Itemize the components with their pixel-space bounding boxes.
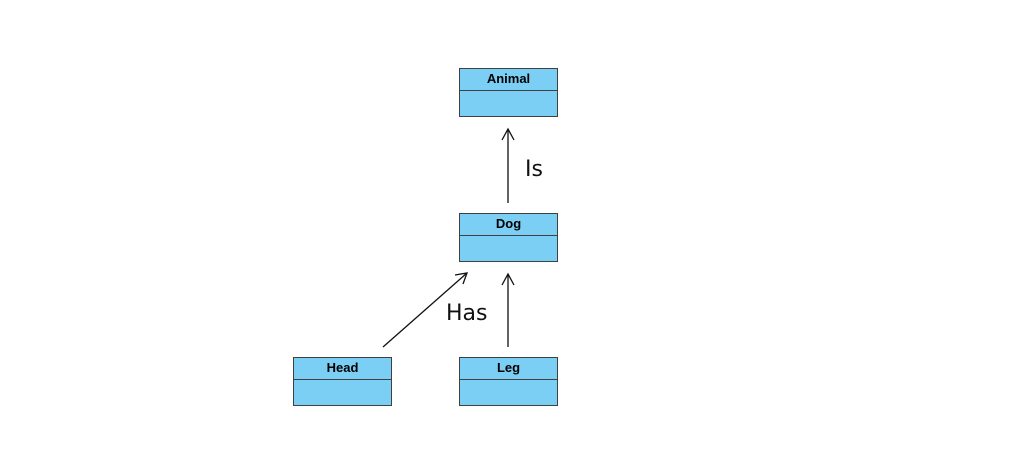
class-leg[interactable]: Leg [459,357,558,406]
class-head-name: Head [294,358,391,380]
class-head[interactable]: Head [293,357,392,406]
is-arrow [501,127,515,203]
class-animal-name: Animal [460,69,557,91]
class-dog[interactable]: Dog [459,213,558,262]
is-relation-label: Is [525,157,543,182]
class-leg-attributes [460,380,557,406]
class-leg-name: Leg [460,358,557,380]
class-head-attributes [294,380,391,406]
head-has-arrow [382,272,468,348]
class-animal-attributes [460,91,557,117]
class-dog-attributes [460,236,557,262]
class-animal[interactable]: Animal [459,68,558,117]
leg-has-arrow [501,272,515,347]
has-relation-label: Has [446,301,488,326]
class-dog-name: Dog [460,214,557,236]
